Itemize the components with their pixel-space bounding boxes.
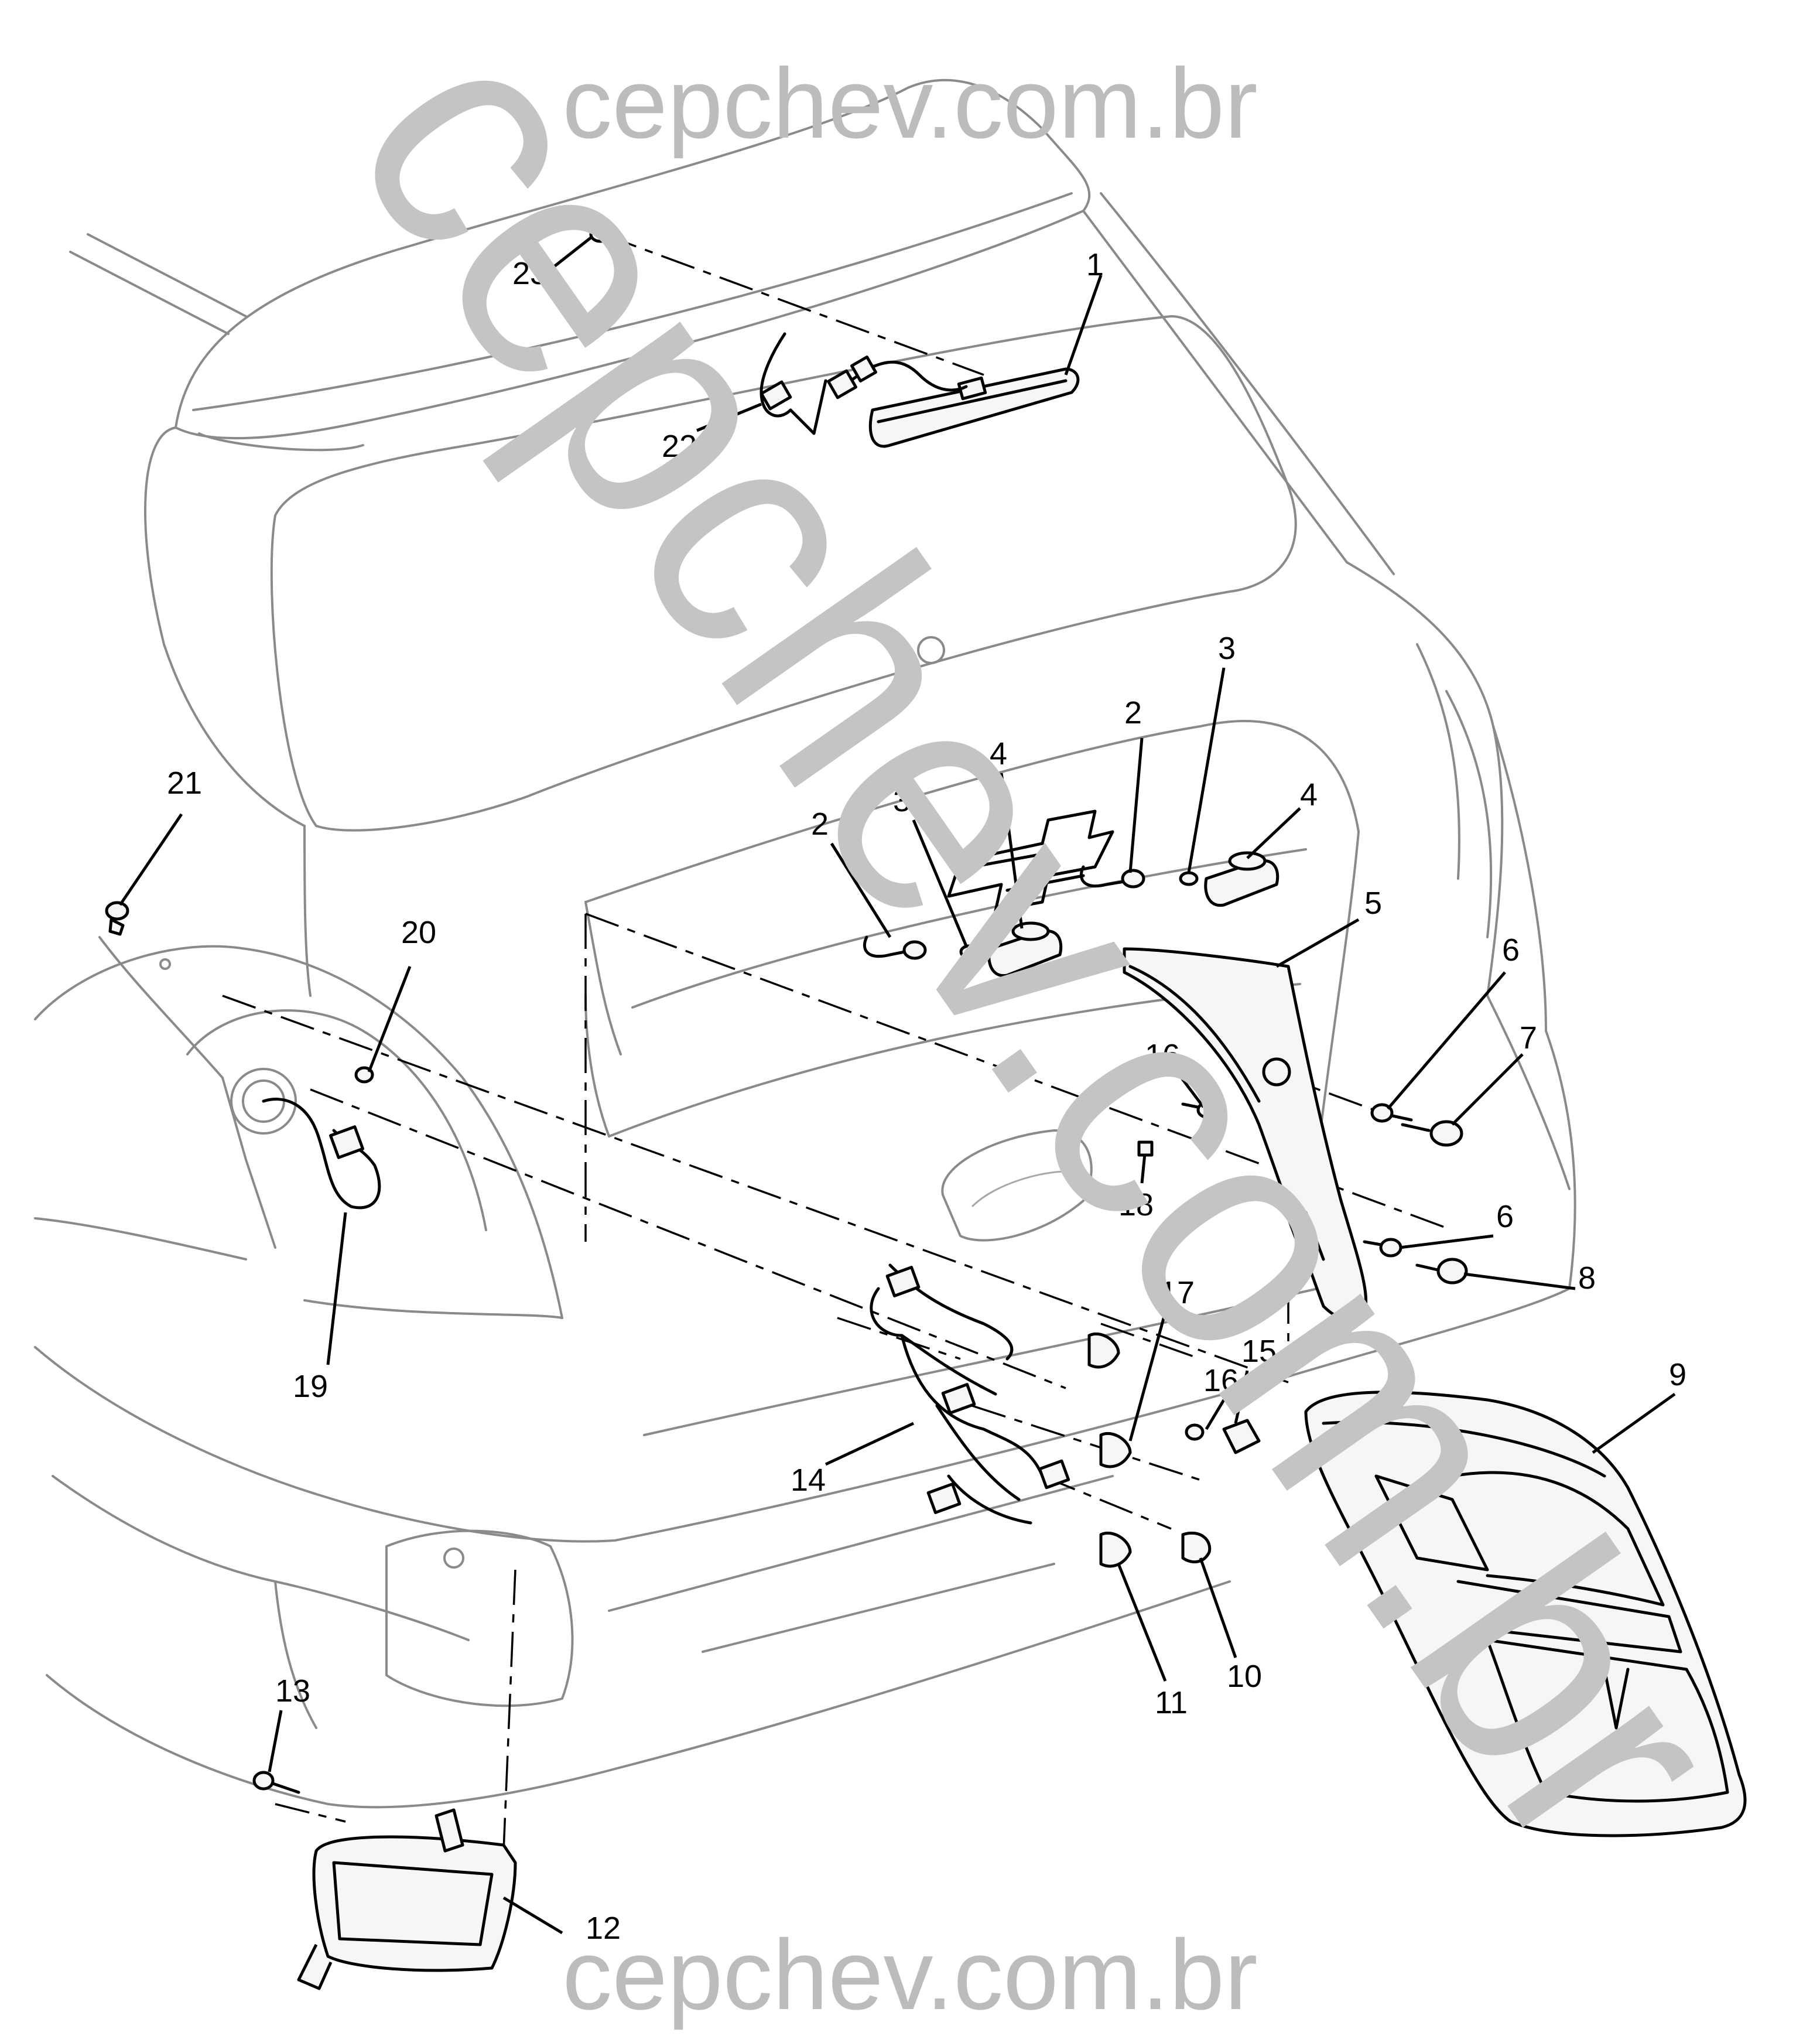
leader-lines	[118, 236, 1676, 1935]
callout-12: 12	[586, 1911, 621, 1946]
callout-17: 17	[1159, 1275, 1195, 1310]
callout-labels: 1 2 2 3 3 4 4 5 6 6 7 8 9 10 11 12 13 14…	[167, 247, 1686, 1946]
callout-7: 7	[1520, 1020, 1537, 1055]
part-high-mount-stop-lamp	[868, 367, 1080, 448]
callout-8: 8	[1578, 1260, 1596, 1296]
callout-13: 13	[275, 1673, 310, 1709]
callout-3: 3	[893, 783, 911, 818]
part-rear-fog-lamp	[297, 1808, 517, 1990]
callout-4: 4	[990, 736, 1007, 771]
callout-21: 21	[167, 766, 202, 801]
callout-20: 20	[401, 915, 436, 950]
bulbs	[1087, 1140, 1212, 1568]
callout-3: 3	[1218, 631, 1236, 666]
callout-4: 4	[1300, 777, 1318, 812]
part-screw-23	[589, 226, 622, 243]
callout-9: 9	[1669, 1357, 1686, 1392]
callout-19: 19	[293, 1369, 328, 1404]
callout-2: 2	[1124, 695, 1142, 730]
callout-6: 6	[1496, 1199, 1514, 1234]
part-tail-lamp-wiring-harness	[870, 1263, 1070, 1525]
vehicle-body-outline	[34, 78, 1576, 1809]
callout-18: 18	[1118, 1187, 1154, 1222]
callout-23: 23	[512, 256, 548, 291]
part-lamp-socket-15	[1185, 1419, 1261, 1454]
callout-22: 22	[662, 429, 697, 464]
callout-16: 16	[1203, 1363, 1239, 1398]
parts	[105, 226, 1747, 1990]
callout-1: 1	[1086, 247, 1104, 282]
part-license-lamp-right	[1079, 851, 1280, 907]
callout-6: 6	[1502, 932, 1520, 968]
callout-15: 15	[1241, 1334, 1277, 1369]
part-tail-lamp-trim-panel	[1123, 947, 1368, 1320]
callout-16: 16	[1145, 1038, 1180, 1073]
callout-5: 5	[1364, 886, 1382, 921]
callout-10: 10	[1227, 1659, 1262, 1694]
part-tail-lamp-assembly	[1304, 1391, 1747, 1837]
part-stop-lamp-wiring-harness	[760, 332, 968, 435]
callout-11: 11	[1155, 1685, 1188, 1720]
assembly-phantom-lines	[222, 233, 1453, 1851]
part-bolt-13	[252, 1771, 300, 1794]
watermarks: cepchev.com.br cepchev.com.br cepchev.co…	[285, 0, 1797, 2031]
watermark-bottom: cepchev.com.br	[562, 1919, 1257, 2031]
callout-14: 14	[791, 1463, 826, 1498]
watermark-diagonal: cepchev.com.br	[285, 0, 1797, 1912]
callout-2: 2	[811, 807, 829, 842]
watermark-top: cepchev.com.br	[562, 48, 1257, 159]
